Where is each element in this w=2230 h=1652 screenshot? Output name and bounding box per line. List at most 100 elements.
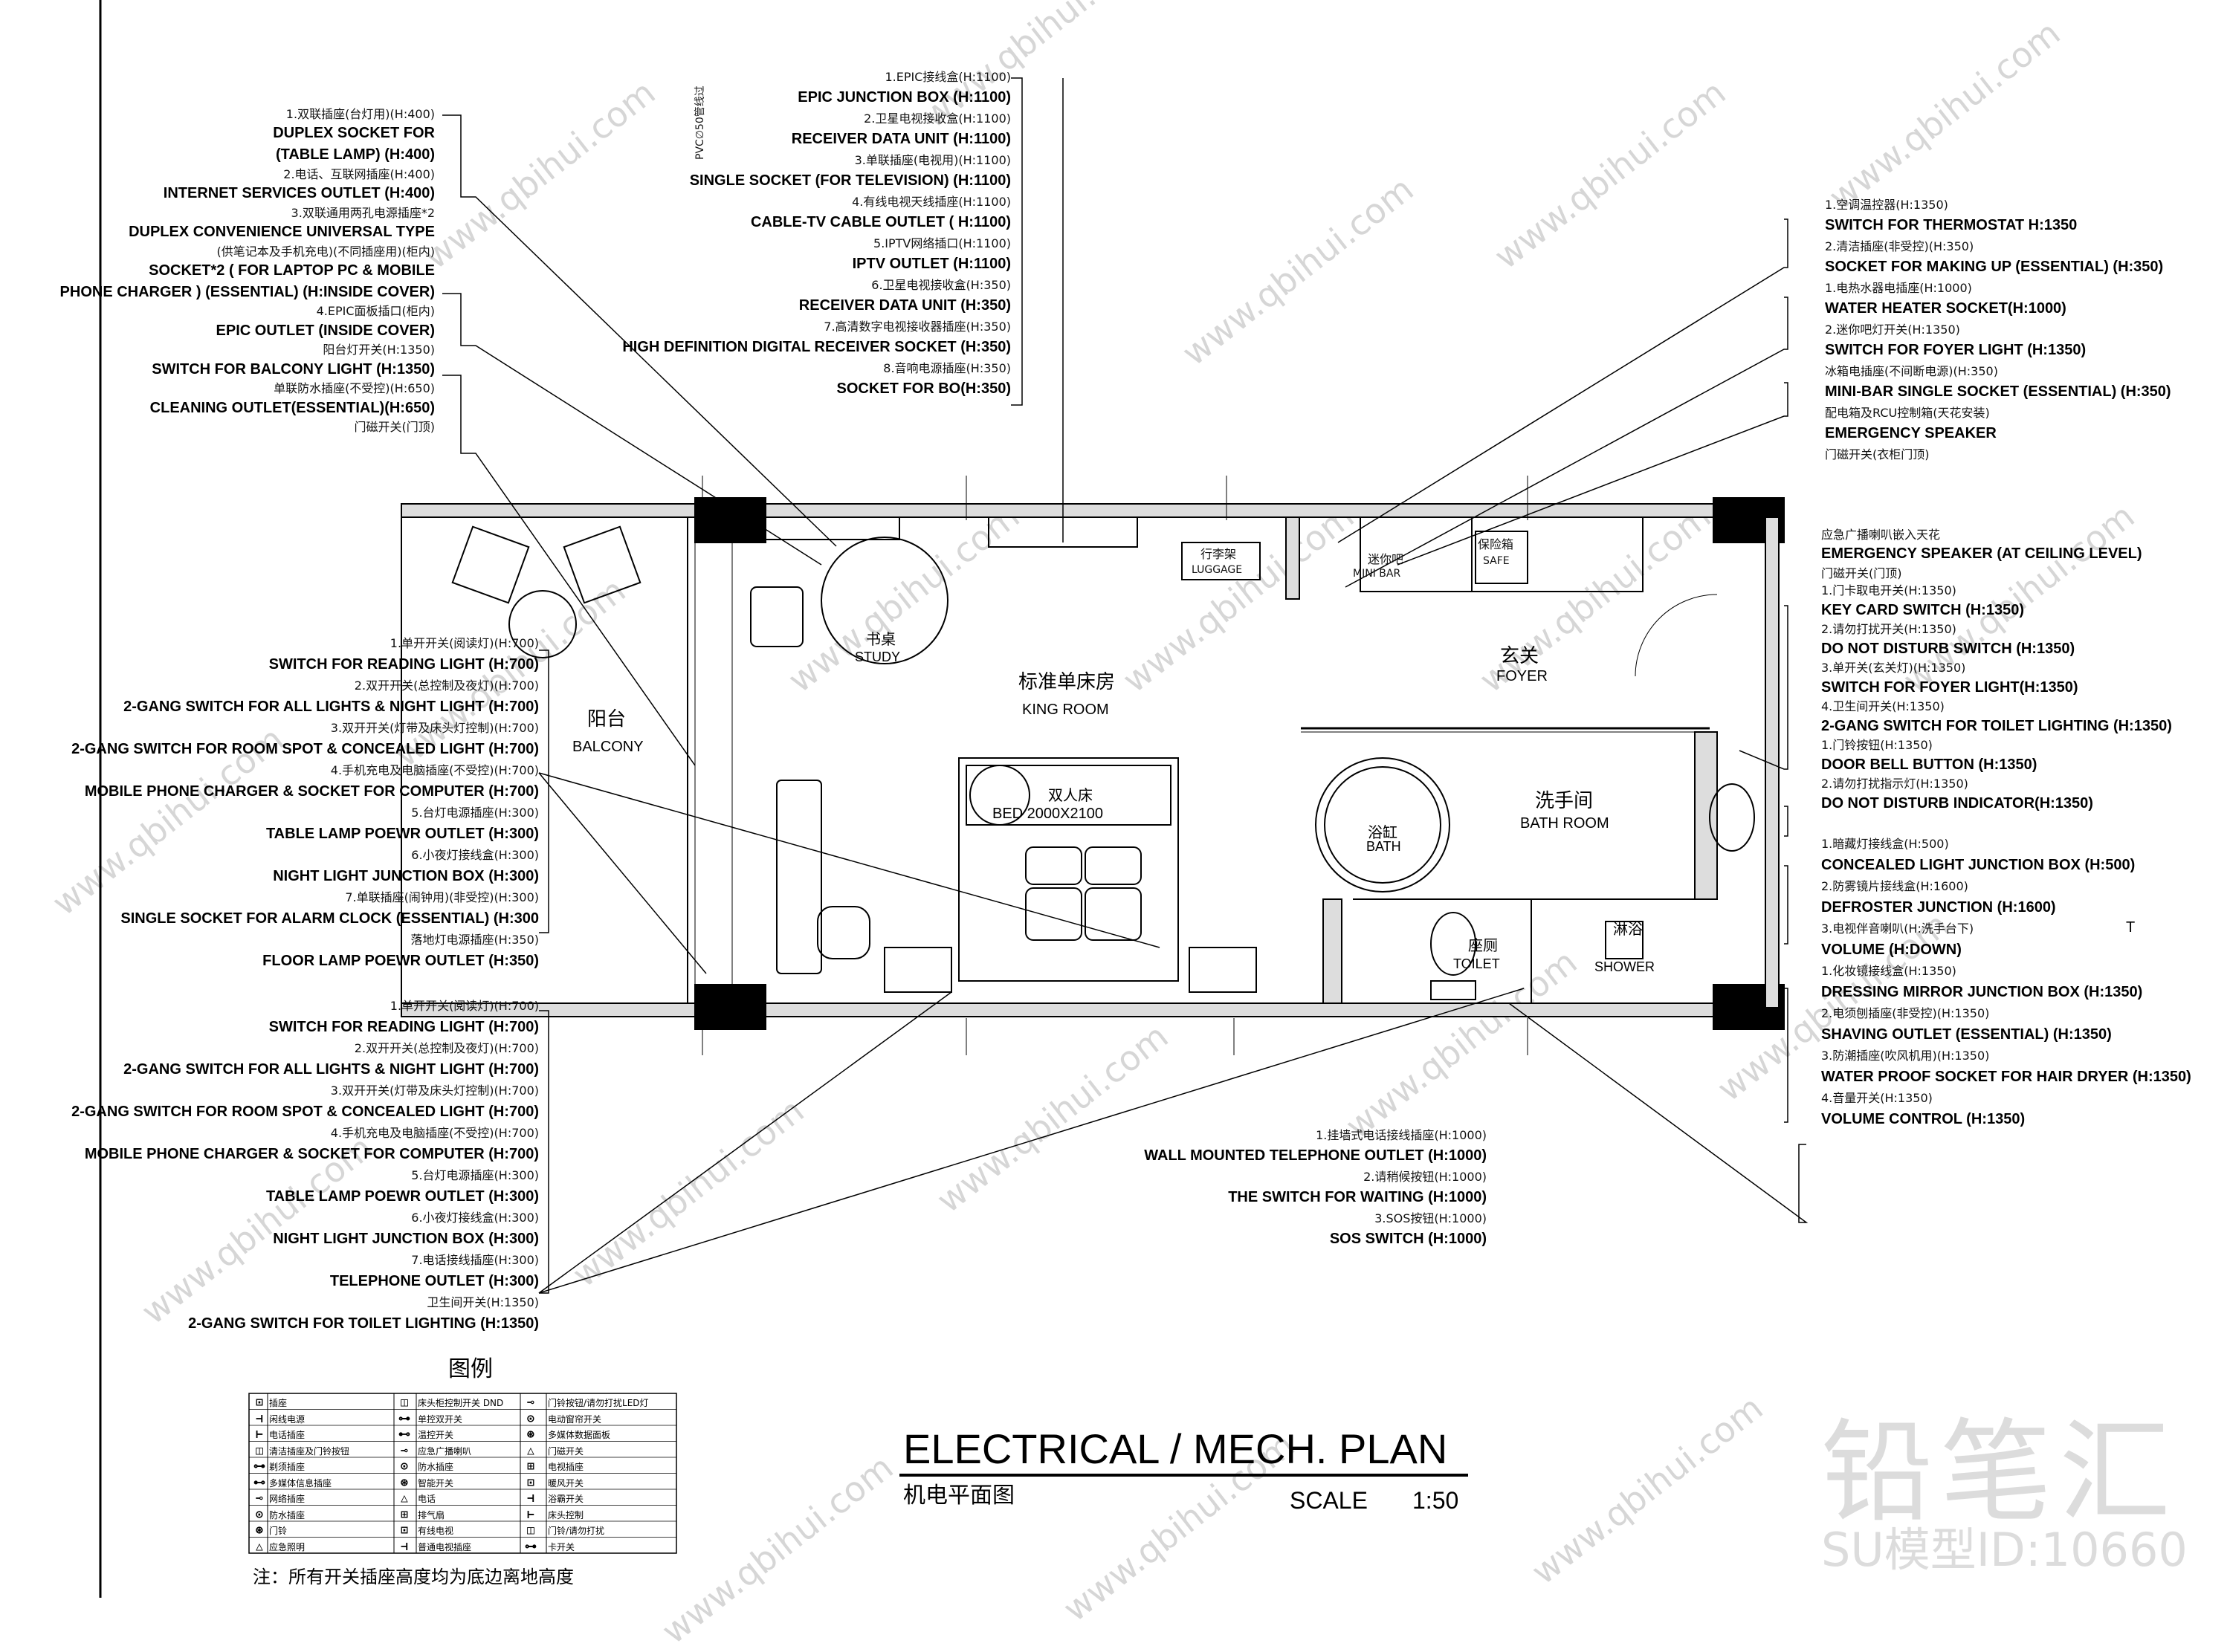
- label-minibar-en: MINI BAR: [1353, 568, 1401, 580]
- room-label-shower-en: SHOWER: [1594, 959, 1655, 974]
- room-label-tub-en: BATH: [1366, 839, 1401, 854]
- balcony-table: [508, 590, 577, 658]
- legend-symbol-icon: △: [256, 1538, 263, 1553]
- annotation-cn: 3.防潮插座(吹风机用)(H:1350): [1821, 1049, 1990, 1063]
- legend-symbol-icon: ⊶: [525, 1538, 537, 1553]
- annotation-en: WALL MOUNTED TELEPHONE OUTLET (H:1000): [1144, 1147, 1487, 1165]
- annotation-cn: 7.电话接线插座(H:300): [411, 1253, 539, 1267]
- annotation-right-bottom: 1.挂墙式电话接线插座(H:1000)WALL MOUNTED TELEPHON…: [1144, 1130, 1487, 1256]
- annotation-en: RECEIVER DATA UNIT (H:350): [798, 297, 1011, 314]
- annotation-en: 2-GANG SWITCH FOR ALL LIGHTS & NIGHT LIG…: [123, 1060, 539, 1078]
- annotation-cn: 3.双联通用两孔电源插座*2: [291, 205, 435, 220]
- shower-drain: [1605, 921, 1644, 959]
- legend-entry: 电视插座: [548, 1462, 584, 1472]
- legend-entry: 应急广播喇叭: [418, 1445, 472, 1457]
- annotation-en: TELEPHONE OUTLET (H:300): [329, 1272, 539, 1289]
- annotation-en: SINGLE SOCKET (FOR TELEVISION) (H:1100): [689, 172, 1011, 190]
- annotation-cn: 配电箱及RCU控制箱(天花安装): [1825, 406, 1990, 420]
- legend-entry: 电动窗帘开关: [548, 1413, 602, 1425]
- room-label-bed: 双人床: [1048, 786, 1093, 804]
- column-nw: [694, 497, 766, 543]
- annotation-cn: 1.EPIC接线盒(H:1100): [885, 70, 1011, 84]
- annotation-en: MINI-BAR SINGLE SOCKET (ESSENTIAL) (H:35…: [1825, 383, 2171, 401]
- label-safe: 保险箱: [1478, 537, 1514, 551]
- annotation-en: EPIC JUNCTION BOX (H:1100): [798, 89, 1011, 106]
- annotation-en: SWITCH FOR THERMOSTAT H:1350: [1825, 217, 2078, 234]
- legend-entry: 门铃按钮/请勿打扰LED灯: [548, 1398, 649, 1408]
- annotation-en: 2-GANG SWITCH FOR TOILET LIGHTING (H:135…: [188, 1315, 539, 1332]
- legend-entry: 排气扇: [418, 1509, 445, 1520]
- scale-value: 1:50: [1412, 1487, 1459, 1514]
- legend-symbol-icon: ⊡: [256, 1395, 263, 1409]
- legend-symbol-icon: △: [527, 1442, 534, 1457]
- label-luggage-en: LUGGAGE: [1192, 564, 1243, 576]
- annotation-en: KEY CARD SWITCH (H:1350): [1821, 601, 2024, 618]
- room-label-bath-en: BATH ROOM: [1520, 815, 1609, 832]
- bed: [958, 757, 1179, 982]
- annotation-en: PHONE CHARGER ) (ESSENTIAL) (H:INSIDE CO…: [59, 283, 435, 300]
- leader-lines: [442, 77, 1809, 1294]
- annotation-cn: 8.音响电源插座(H:350): [883, 361, 1011, 375]
- annotation-en: SOCKET FOR BO(H:350): [836, 380, 1011, 398]
- annotation-en: VOLUME CONTROL (H:1350): [1821, 1110, 2026, 1127]
- annotation-en: SOCKET FOR MAKING UP (ESSENTIAL) (H:350): [1825, 259, 2164, 276]
- room-label-foyer: 玄关: [1500, 645, 1539, 667]
- legend-entry: 闲线电源: [269, 1413, 306, 1425]
- balcony-chair-2: [563, 525, 641, 604]
- annotation-en: EPIC OUTLET (INSIDE COVER): [216, 322, 435, 339]
- study-area: [821, 537, 948, 664]
- annotation-mid-left-2: 1.单开开关(阅读灯)(H:700)SWITCH FOR READING LIG…: [71, 1000, 539, 1342]
- wardrobe: [1471, 516, 1644, 592]
- legend-symbol-icon: ⊙: [401, 1459, 408, 1473]
- column-sw: [694, 984, 766, 1030]
- annotation-cn: 3.单联插座(电视用)(H:1100): [854, 153, 1011, 167]
- annotation-cn: 2.电话、互联网插座(H:400): [283, 166, 435, 181]
- legend-entry: 普通电视插座: [418, 1541, 472, 1552]
- scale-label: SCALE: [1290, 1487, 1368, 1514]
- annotation-en: DO NOT DISTURB SWITCH (H:1350): [1821, 640, 2075, 657]
- annotation-top-left: 1.双联插座(台灯用)(H:400)DUPLEX SOCKET FOR(TABL…: [60, 107, 436, 465]
- annotation-en: SWITCH FOR FOYER LIGHT (H:1350): [1825, 342, 2087, 359]
- room-label-balcony-en: BALCONY: [572, 739, 644, 755]
- annotation-en: WATER PROOF SOCKET FOR HAIR DRYER (H:135…: [1821, 1068, 2191, 1085]
- annotation-cn: 1.双联插座(台灯用)(H:400): [285, 107, 435, 121]
- annotation-en: INTERNET SERVICES OUTLET (H:400): [163, 185, 435, 201]
- room-label-bed-en: BED 2000X2100: [992, 806, 1104, 822]
- annotation-cn: 3.SOS按钮(H:1000): [1374, 1211, 1487, 1225]
- annotation-en: TABLE LAMP POEWR OUTLET (H:300): [265, 1188, 539, 1205]
- annotation-cn: 1.门卡取电开关(H:1350): [1821, 583, 1956, 598]
- annotation-cn: 1.暗藏灯接线盒(H:500): [1821, 837, 1949, 851]
- annotation-en: THE SWITCH FOR WAITING (H:1000): [1228, 1189, 1487, 1206]
- annotation-cn: 5.台灯电源插座(H:300): [411, 1168, 539, 1182]
- legend-entry: 门铃: [269, 1526, 288, 1536]
- legend-title: 图例: [448, 1356, 493, 1382]
- annotation-en: VOLUME (H:DOWN): [1821, 941, 1962, 958]
- room-label-tub: 浴缸: [1368, 823, 1397, 841]
- annotation-cn: 3.双开开关(灯带及床头灯控制)(H:700): [330, 1083, 539, 1098]
- legend-symbol-icon: ◫: [527, 1523, 534, 1537]
- legend-entry: 剃须插座: [269, 1462, 306, 1472]
- room-label-study: 书桌: [866, 630, 896, 648]
- legend-entry: 温控开关: [418, 1430, 454, 1440]
- annotation-en: 2-GANG SWITCH FOR TOILET LIGHTING (H:135…: [1821, 717, 2172, 734]
- annotation-cn: 门磁开关(门顶): [354, 420, 436, 435]
- annotation-en: DRESSING MIRROR JUNCTION BOX (H:1350): [1821, 983, 2143, 1000]
- room-label-study-en: STUDY: [855, 650, 901, 664]
- annotation-en: 2-GANG SWITCH FOR ALL LIGHTS & NIGHT LIG…: [123, 698, 539, 715]
- drawing-subtitle: 机电平面图: [903, 1483, 1015, 1509]
- annotation-cn: 2.请勿打扰开关(H:1350): [1821, 622, 1956, 637]
- annotation-cn: 5.IPTV网络插口(H:1100): [873, 236, 1011, 250]
- annotation-en: SWITCH FOR READING LIGHT (H:700): [268, 1018, 539, 1035]
- legend-symbol-icon: ◫: [256, 1442, 263, 1457]
- annotation-en: DOOR BELL BUTTON (H:1350): [1821, 756, 2037, 773]
- annotation-cn: 3.双开开关(灯带及床头灯控制)(H:700): [330, 721, 539, 735]
- legend-symbol-icon: ⊢: [256, 1427, 263, 1441]
- east-wall: [1765, 516, 1780, 1008]
- annotation-cn: 2.电须刨插座(非受控)(H:1350): [1821, 1006, 1990, 1020]
- legend-symbol-icon: ⊛: [256, 1523, 263, 1537]
- legend-symbol-icon: ⊞: [527, 1459, 534, 1473]
- legend-entry: 多媒体信息插座: [269, 1477, 332, 1489]
